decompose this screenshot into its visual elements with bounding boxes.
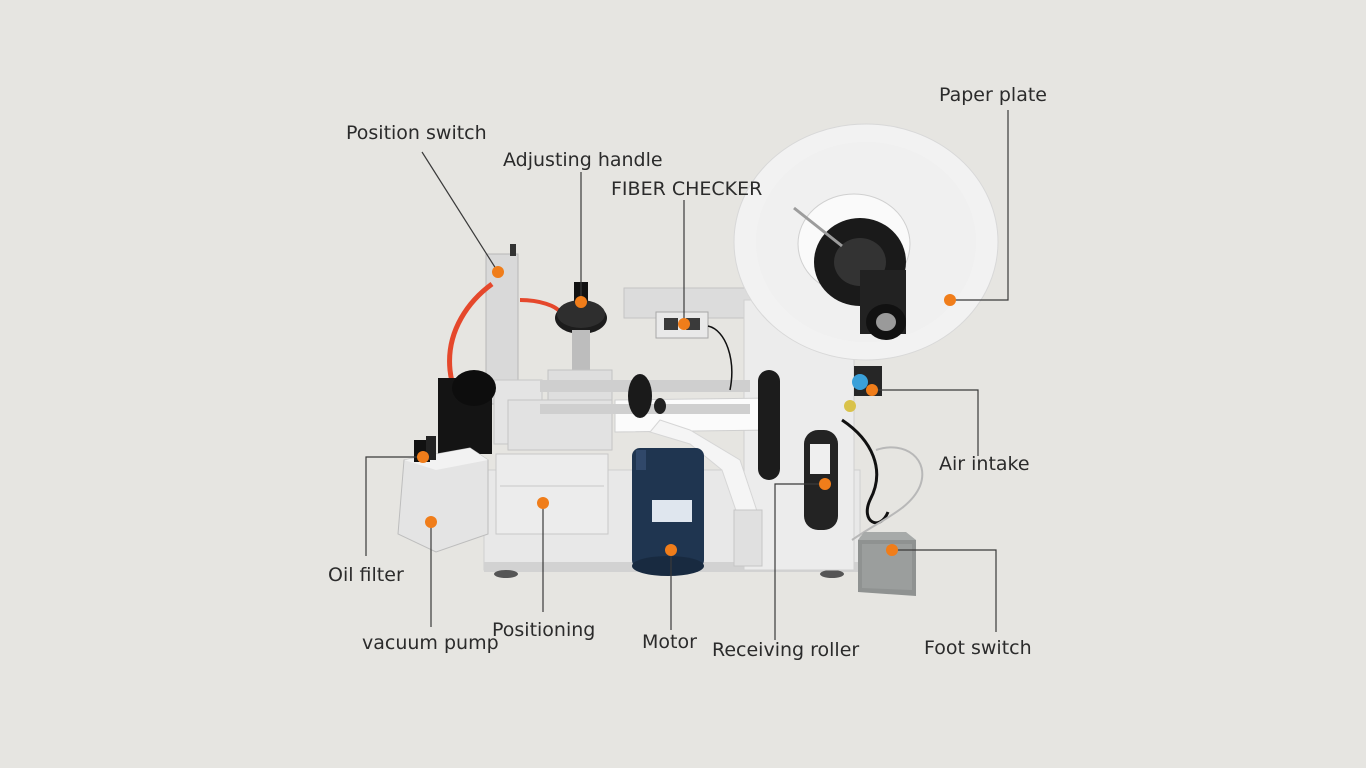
label-motor: Motor <box>642 631 697 653</box>
marker-receiving-roller <box>819 478 831 490</box>
callout-labels: Position switch Adjusting handle FIBER C… <box>328 84 1047 661</box>
label-foot-switch: Foot switch <box>924 637 1032 659</box>
marker-paper-plate <box>944 294 956 306</box>
leader-oil-filter <box>365 456 423 556</box>
marker-foot-switch <box>886 544 898 556</box>
label-position-switch: Position switch <box>346 122 487 144</box>
label-receiving-roller: Receiving roller <box>712 639 859 661</box>
label-positioning: Positioning <box>492 619 595 641</box>
callout-markers <box>417 266 956 556</box>
label-fiber-checker: FIBER CHECKER <box>611 178 762 200</box>
motor-unit <box>632 448 704 576</box>
label-air-intake: Air intake <box>939 453 1030 475</box>
marker-vacuum-pump <box>425 516 437 528</box>
marker-motor <box>665 544 677 556</box>
marker-air-intake <box>866 384 878 396</box>
label-paper-plate: Paper plate <box>939 84 1047 106</box>
foot-switch-pedal <box>858 532 916 596</box>
label-vacuum-pump: vacuum pump <box>362 632 499 654</box>
label-oil-filter: Oil filter <box>328 564 404 586</box>
leader-position-switch <box>421 151 499 273</box>
positioning-plate <box>495 453 609 535</box>
label-adjusting-handle: Adjusting handle <box>503 149 663 171</box>
vacuum-pump-unit <box>397 370 496 553</box>
leader-lines <box>365 110 1009 640</box>
leader-paper-plate <box>950 110 1009 301</box>
marker-position-switch <box>492 266 504 278</box>
paper-plate-reel <box>733 123 999 361</box>
marker-oil-filter <box>417 451 429 463</box>
marker-positioning <box>537 497 549 509</box>
machine-illustration <box>397 123 999 596</box>
fiber-checker-sensor <box>655 311 733 391</box>
marker-adjusting-handle <box>575 296 587 308</box>
marker-fiber-checker <box>678 318 690 330</box>
leader-foot-switch <box>892 549 997 632</box>
leader-air-intake <box>872 389 979 456</box>
leader-receiving-roller <box>774 483 825 640</box>
